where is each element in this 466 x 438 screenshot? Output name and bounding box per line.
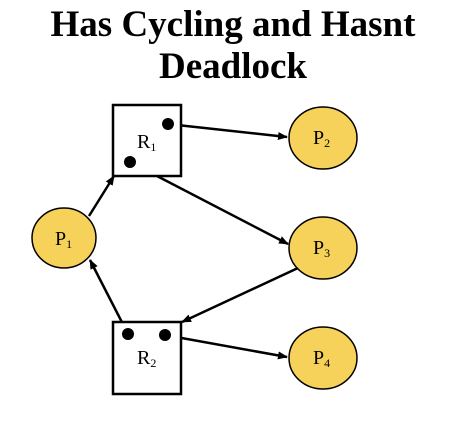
r2-subscript: 2 bbox=[150, 356, 156, 370]
process-p2: P2 bbox=[288, 106, 358, 170]
edge-r2-to-p4 bbox=[164, 333, 288, 360]
r1-instance-dot-1 bbox=[162, 118, 174, 130]
edge-p3-to-r2 bbox=[181, 266, 299, 324]
edge-p1-to-r1 bbox=[87, 175, 116, 217]
process-p4: P4 bbox=[288, 326, 358, 390]
r2-instance-dot-2 bbox=[159, 329, 171, 341]
r1-label: R bbox=[137, 131, 151, 153]
r1-subscript: 1 bbox=[150, 140, 156, 154]
svg-text:R2: R2 bbox=[137, 347, 156, 370]
r2-instance-dot-1 bbox=[122, 328, 134, 340]
title-line-2: Deadlock bbox=[159, 46, 307, 87]
p2-subscript: 2 bbox=[324, 136, 330, 150]
svg-text:P1: P1 bbox=[55, 228, 72, 251]
p1-subscript: 1 bbox=[66, 237, 72, 251]
title-line-1: Has Cycling and Hasnt bbox=[50, 4, 416, 45]
process-p1: P1 bbox=[31, 207, 97, 269]
p4-subscript: 4 bbox=[324, 356, 330, 370]
svg-text:P3: P3 bbox=[313, 237, 330, 260]
svg-text:R1: R1 bbox=[137, 131, 156, 154]
p3-label: P bbox=[313, 237, 324, 259]
svg-text:P4: P4 bbox=[313, 347, 330, 370]
p4-label: P bbox=[313, 347, 324, 369]
resource-r1: R1 bbox=[111, 103, 183, 178]
p1-label: P bbox=[55, 228, 66, 250]
p2-label: P bbox=[313, 127, 324, 149]
process-p3: P3 bbox=[288, 216, 358, 280]
svg-text:P2: P2 bbox=[313, 127, 330, 150]
resource-r2: R2 bbox=[111, 320, 183, 396]
r2-label: R bbox=[137, 347, 151, 369]
edge-r1-to-p2 bbox=[167, 122, 288, 140]
p3-subscript: 3 bbox=[324, 246, 330, 260]
r1-instance-dot-2 bbox=[124, 156, 136, 168]
diagram-title: Has Cycling and Hasnt Deadlock bbox=[0, 4, 466, 88]
